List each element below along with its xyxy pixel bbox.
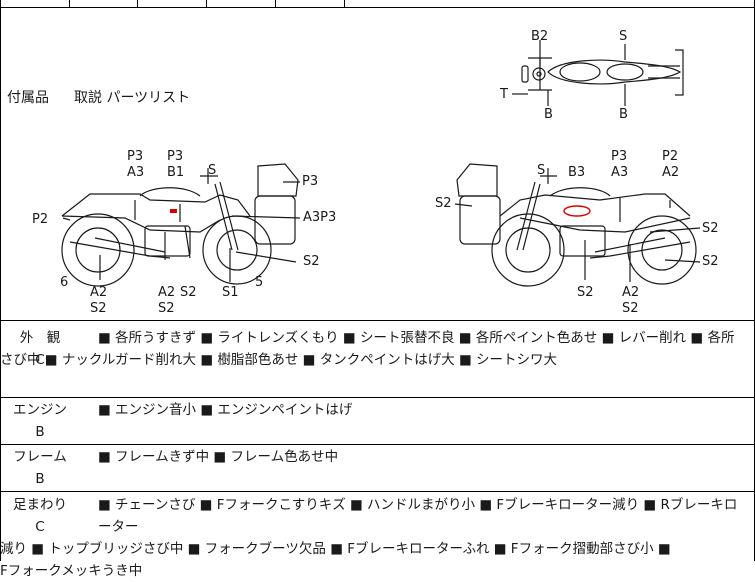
header-divider [275, 0, 276, 7]
diagram-label: S2 [702, 254, 719, 269]
diagram-label: S2 [702, 221, 719, 236]
diagram-label: B1 [167, 165, 185, 180]
diagram-label: P3 [127, 149, 144, 164]
diagram-label: A2 [158, 285, 176, 300]
frame-left [0, 0, 1, 561]
left-side-motorcycle [61, 163, 301, 287]
diagram-label: P2 [32, 212, 49, 227]
diagram-label: A3 [127, 165, 145, 180]
diagram-label: S2 [303, 254, 320, 269]
diagram-label: B3 [568, 165, 586, 180]
diagram-label: B [544, 107, 553, 122]
diagram-label: S2 [180, 285, 197, 300]
section-grade-engine: B [35, 424, 45, 440]
diagram-label: A2 [662, 165, 680, 180]
diagram-label: A2 [90, 285, 108, 300]
section-border [0, 444, 755, 445]
section-name-suspension: 足まわり [13, 497, 67, 513]
section-note-line: ■ 各所うすきず ■ ライトレンズくもり ■ シート張替不良 ■ 各所ペイント色… [98, 330, 735, 346]
section-border [0, 397, 755, 398]
diagram-label: P2 [662, 149, 679, 164]
section-grade-suspension: C [35, 519, 45, 535]
section-note-line: 減り ■ トップブリッジさび中 ■ フォークブーツ欠品 ■ Fブレーキローターふ… [0, 541, 671, 557]
diagram-label: S1 [222, 285, 239, 300]
diagram-label: S2 [622, 301, 639, 316]
diagram-label: S2 [435, 196, 452, 211]
section-notes-exterior: ■ 各所うすきず ■ ライトレンズくもり ■ シート張替不良 ■ 各所ペイント色… [0, 327, 748, 371]
header-divider [69, 0, 70, 7]
section-grade-exterior: C [35, 352, 45, 368]
diagram-label: S2 [90, 301, 107, 316]
diagram-label: P3 [167, 149, 184, 164]
diagram-label: A2 [622, 285, 640, 300]
section-name-frame: フレーム [13, 449, 67, 465]
section-name-exterior: 外 観 [19, 330, 61, 346]
header-divider [137, 0, 138, 7]
header-divider [206, 0, 207, 7]
section-notes-suspension: ■ チェーンさび ■ Fフォークこすりキズ ■ ハンドルまがり小 ■ Fブレーキ… [0, 494, 748, 582]
diagram-label: B2 [531, 29, 549, 44]
section-border [0, 491, 755, 492]
section-notes-engine: ■ エンジン音小 ■ エンジンペイントはげ [98, 402, 353, 418]
accessories-items: 取説 パーツリスト [74, 90, 191, 106]
header-bottom-border [0, 7, 755, 8]
diagram-label: P3 [302, 174, 319, 189]
diagram-label: S2 [158, 301, 175, 316]
section-note-line: さび中 ■ ナックルガード削れ大 ■ 樹脂部色あせ ■ タンクペイントはげ大 ■… [0, 352, 558, 368]
section-note-line: ■ チェーンさび ■ Fフォークこすりキズ ■ ハンドルまがり小 ■ Fブレーキ… [98, 497, 738, 535]
diagram-label: S [208, 163, 217, 178]
diagram-label: 6 [60, 275, 69, 290]
motorcycle-diagram [61, 40, 701, 287]
diagram-label: S [619, 29, 628, 44]
category-column-divider [0, 320, 1, 561]
header-divider [344, 0, 345, 7]
diagram-label: S2 [577, 285, 594, 300]
diagram-bottom-border [0, 320, 755, 321]
damage-marker [563, 205, 591, 217]
diagram-label: B [619, 107, 628, 122]
section-grade-frame: B [35, 471, 45, 487]
top-view-motorcycle [512, 40, 684, 106]
section-note-line: Fフォークメッキうき中 [0, 563, 143, 579]
section-notes-frame: ■ フレームきず中 ■ フレーム色あせ中 [98, 449, 339, 465]
diagram-label: P3 [611, 149, 628, 164]
damage-marker [170, 209, 177, 213]
section-name-engine: エンジン [13, 402, 67, 418]
diagram-label: T [500, 87, 508, 102]
right-side-motorcycle [454, 163, 701, 287]
diagram-label: A3P3 [303, 210, 337, 225]
diagram-label: S [537, 163, 546, 178]
diagram-label: A3 [611, 165, 629, 180]
diagram-label: 5 [255, 275, 264, 290]
accessories-label: 付属品 [7, 90, 49, 106]
